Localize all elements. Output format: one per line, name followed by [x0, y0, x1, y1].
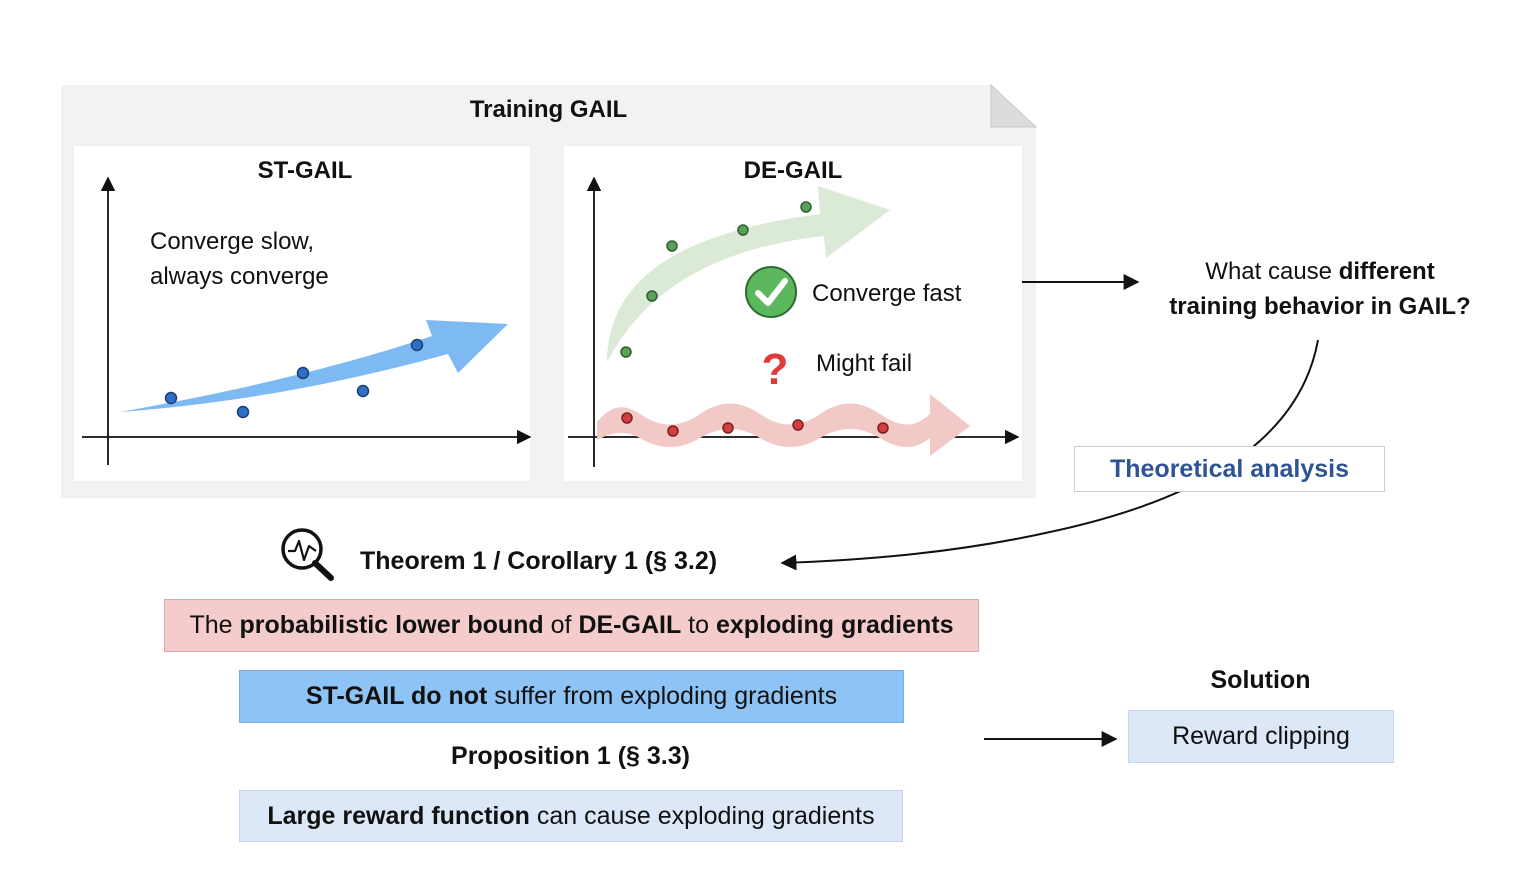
converge-fast-label: Converge fast — [812, 280, 962, 307]
de-gail-fail-point — [877, 422, 889, 434]
question-text: What cause different training behavior i… — [1140, 254, 1500, 324]
de-gail-title: DE-GAIL — [743, 157, 843, 184]
de-gail-converge-point — [646, 290, 658, 302]
de-gail-converge-point — [737, 224, 749, 236]
solution-title: Solution — [1210, 666, 1311, 694]
st-gail-point — [356, 384, 370, 398]
st-gail-panel — [74, 146, 530, 481]
magnifier-icon — [281, 528, 334, 581]
question-icon: ? — [762, 345, 789, 394]
blue-box-bold: ST-GAIL do not — [305, 682, 488, 710]
question-bold-different: different — [1338, 258, 1435, 285]
light-box-bold: Large reward function — [267, 802, 530, 830]
st-gail-annotation-line1: Converge slow, — [150, 228, 315, 255]
red-box-bold-2: DE-GAIL — [578, 611, 682, 639]
might-fail-label: Might fail — [816, 350, 913, 377]
red-box-text-3: to — [681, 611, 716, 639]
de-gail-converge-arrow — [607, 186, 890, 362]
theoretical-analysis-box: Theoretical analysis — [1074, 446, 1385, 492]
de-gail-fail-point — [667, 425, 679, 437]
check-icon — [745, 266, 797, 318]
de-gail-converge-point — [620, 346, 632, 358]
st-gail-axes — [82, 176, 532, 465]
reward-clipping-box: Reward clipping — [1128, 710, 1394, 763]
red-box-bold-3: exploding gradients — [715, 611, 954, 639]
de-gail-converge-point — [666, 240, 678, 252]
st-gail-no-explode-box: ST-GAIL do not suffer from exploding gra… — [239, 670, 904, 723]
st-gail-point — [410, 338, 424, 352]
red-box-bold-1: probabilistic lower bound — [239, 611, 544, 639]
proposition-label: Proposition 1 (§ 3.3) — [451, 742, 690, 770]
theorem-label: Theorem 1 / Corollary 1 (§ 3.2) — [360, 547, 718, 575]
de-gail-fail-point — [621, 412, 633, 424]
frame-title: Training GAIL — [469, 96, 628, 123]
question-bold-behavior: training behavior in GAIL? — [1169, 293, 1471, 320]
de-gail-fail-point — [722, 422, 734, 434]
light-box-text: can cause exploding gradients — [529, 802, 875, 830]
probabilistic-bound-box: The probabilistic lower bound of DE-GAIL… — [164, 599, 979, 652]
red-box-text-1: The — [189, 611, 240, 639]
red-box-text-2: of — [543, 611, 579, 639]
question-prefix: What cause — [1205, 258, 1339, 285]
de-gail-fail-band — [597, 394, 970, 456]
blue-box-text: suffer from exploding gradients — [487, 682, 838, 710]
st-gail-annotation-line2: always converge — [150, 263, 329, 290]
st-gail-point — [296, 366, 310, 380]
st-gail-title: ST-GAIL — [257, 157, 353, 184]
de-gail-converge-point — [800, 201, 812, 213]
large-reward-box: Large reward function can cause explodin… — [239, 790, 903, 842]
st-gail-point — [236, 405, 250, 419]
de-gail-fail-point — [792, 419, 804, 431]
curve-arrow-to-theorem — [780, 339, 1319, 571]
st-gail-point — [164, 391, 178, 405]
st-gail-trend-arrow — [120, 320, 508, 412]
